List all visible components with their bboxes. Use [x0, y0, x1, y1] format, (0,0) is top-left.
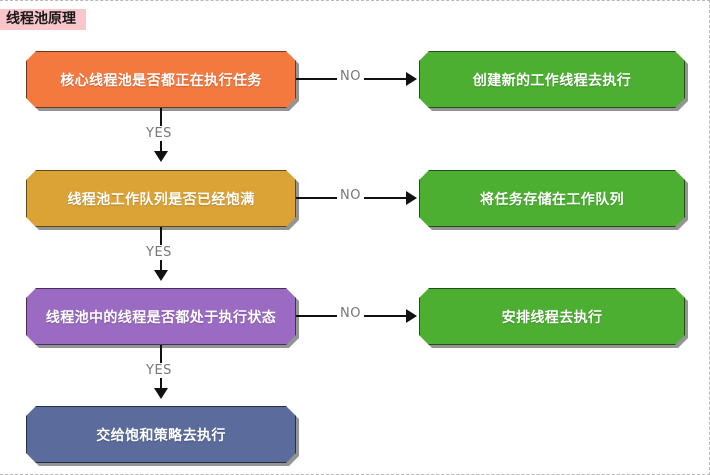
node-create-new-worker[interactable]: 创建新的工作线程去执行: [419, 51, 685, 108]
arrow-head-yes-3: [154, 388, 168, 399]
arrow-head-no-1: [406, 72, 417, 86]
edge-label-no-2: NO: [337, 188, 364, 203]
arrow-head-yes-2: [154, 270, 168, 281]
edge-label-yes-1: YES: [143, 126, 175, 141]
edge-label-yes-3: YES: [143, 363, 175, 378]
node-check-core-pool[interactable]: 核心线程池是否都正在执行任务: [26, 51, 296, 108]
node-schedule-thread[interactable]: 安排线程去执行: [419, 288, 685, 345]
arrow-head-no-2: [406, 191, 417, 205]
edge-label-yes-2: YES: [143, 245, 175, 260]
diagram-title: 线程池原理: [0, 9, 86, 30]
node-check-all-threads-running[interactable]: 线程池中的线程是否都处于执行状态: [26, 288, 296, 345]
node-saturation-policy[interactable]: 交给饱和策略去执行: [26, 406, 296, 463]
arrow-head-no-3: [406, 309, 417, 323]
node-store-task-in-queue[interactable]: 将任务存储在工作队列: [419, 170, 685, 227]
edge-label-no-3: NO: [337, 306, 364, 321]
arrow-head-yes-1: [154, 151, 168, 162]
edge-label-no-1: NO: [337, 69, 364, 84]
node-check-queue-full[interactable]: 线程池工作队列是否已经饱满: [26, 170, 296, 227]
